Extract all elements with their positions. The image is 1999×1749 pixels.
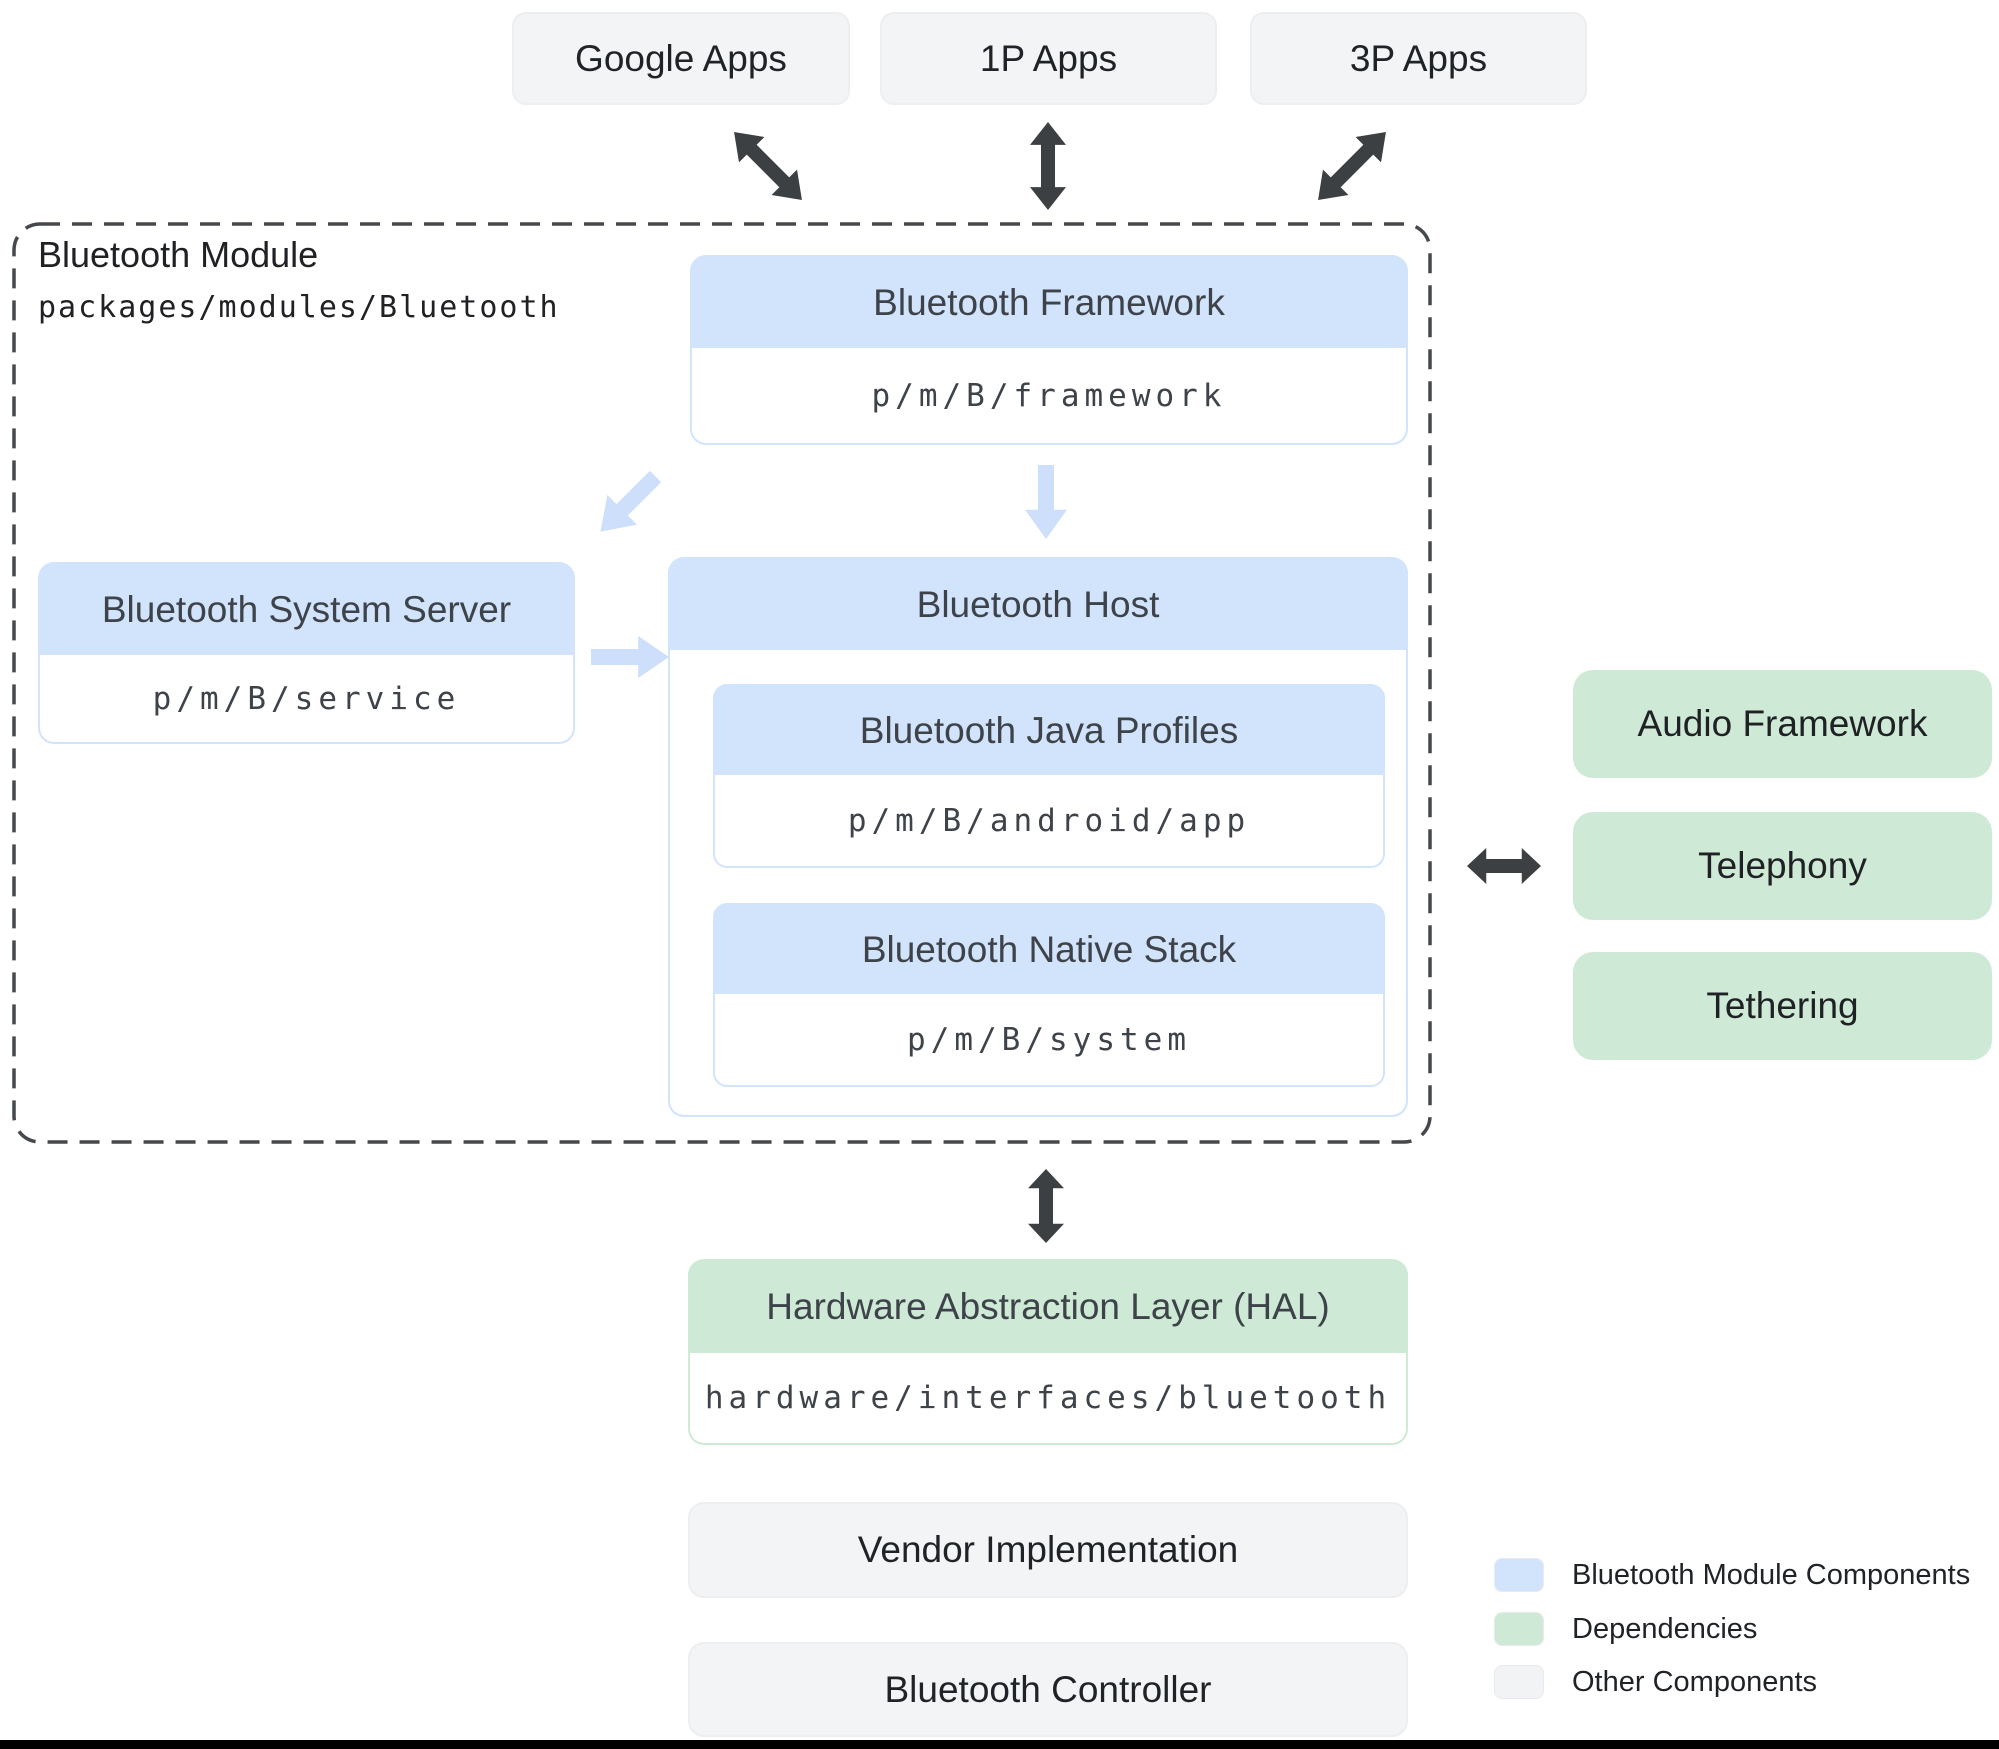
- double-arrow-google-apps-icon: [720, 118, 816, 214]
- legend-swatch-module-components: [1494, 1558, 1544, 1592]
- double-arrow-module-hal-icon: [1026, 1169, 1066, 1243]
- hal-path: hardware/interfaces/bluetooth: [688, 1353, 1408, 1445]
- bluetooth-system-server-path: p/m/B/service: [38, 655, 575, 744]
- bluetooth-native-stack-box: Bluetooth Native Stack p/m/B/system: [713, 903, 1385, 1087]
- legend: Bluetooth Module Components Dependencies…: [1494, 1558, 1999, 1708]
- double-arrow-module-dependencies-icon: [1467, 846, 1541, 886]
- bluetooth-framework-path: p/m/B/framework: [690, 348, 1408, 445]
- legend-label-other-components: Other Components: [1572, 1665, 1818, 1698]
- legend-swatch-other-components: [1494, 1665, 1544, 1699]
- bluetooth-framework-box: Bluetooth Framework p/m/B/framework: [690, 255, 1408, 445]
- third-party-apps-box: 3P Apps: [1250, 12, 1587, 105]
- google-apps-box: Google Apps: [512, 12, 850, 105]
- double-arrow-3p-apps-icon: [1304, 118, 1400, 214]
- telephony-box: Telephony: [1573, 812, 1992, 920]
- module-title: Bluetooth Module: [38, 234, 319, 275]
- bluetooth-host-title: Bluetooth Host: [668, 557, 1408, 652]
- tethering-box: Tethering: [1573, 952, 1992, 1060]
- bluetooth-java-profiles-path: p/m/B/android/app: [713, 775, 1385, 868]
- bluetooth-native-stack-title: Bluetooth Native Stack: [713, 903, 1385, 996]
- hal-box: Hardware Abstraction Layer (HAL) hardwar…: [688, 1259, 1408, 1445]
- bluetooth-native-stack-path: p/m/B/system: [713, 994, 1385, 1087]
- bluetooth-module-container: Bluetooth Module packages/modules/Blueto…: [12, 222, 1432, 1144]
- audio-framework-box: Audio Framework: [1573, 670, 1992, 778]
- double-arrow-1p-apps-icon: [1028, 122, 1068, 210]
- hal-title: Hardware Abstraction Layer (HAL): [688, 1259, 1408, 1355]
- legend-swatch-dependencies: [1494, 1612, 1544, 1646]
- legend-label-module-components: Bluetooth Module Components: [1572, 1558, 1971, 1591]
- bluetooth-system-server-title: Bluetooth System Server: [38, 562, 575, 657]
- bluetooth-java-profiles-box: Bluetooth Java Profiles p/m/B/android/ap…: [713, 684, 1385, 868]
- legend-label-dependencies: Dependencies: [1572, 1612, 1758, 1645]
- bluetooth-java-profiles-title: Bluetooth Java Profiles: [713, 684, 1385, 777]
- first-party-apps-box: 1P Apps: [880, 12, 1217, 105]
- arrow-framework-to-host-icon: [1024, 465, 1068, 539]
- dashed-border: [12, 222, 1432, 1144]
- bluetooth-controller-box: Bluetooth Controller: [688, 1642, 1408, 1737]
- vendor-implementation-box: Vendor Implementation: [688, 1502, 1408, 1598]
- module-path: packages/modules/Bluetooth: [38, 290, 560, 325]
- arrow-framework-to-system-server-icon: [585, 461, 671, 547]
- bluetooth-framework-title: Bluetooth Framework: [690, 255, 1408, 350]
- bottom-edge-bar: [0, 1740, 1999, 1749]
- arrow-system-server-to-host-icon: [591, 635, 669, 679]
- bluetooth-system-server-box: Bluetooth System Server p/m/B/service: [38, 562, 575, 744]
